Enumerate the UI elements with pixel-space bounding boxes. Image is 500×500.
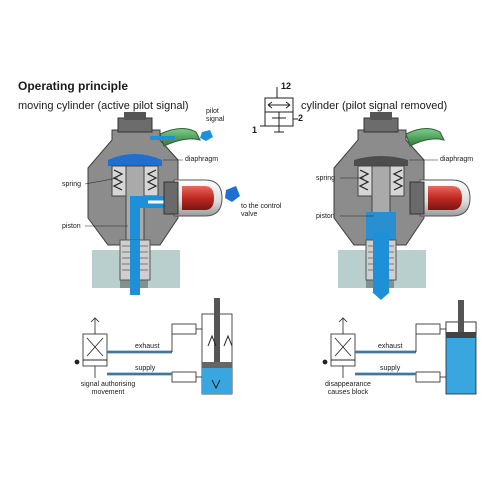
port-1-label: 1 (252, 125, 258, 135)
left-leader-lines (84, 159, 183, 227)
right-leader-lines (340, 159, 438, 217)
left-diaphragm-label: diaphragm (185, 156, 219, 163)
pilot-signal-label: pilot signal (206, 108, 225, 123)
control-arrow-icon (225, 186, 240, 202)
pneumatic-cylinder-icon (201, 298, 233, 395)
control-valve-label: to the control valve (241, 203, 282, 218)
right-valve-illustration (333, 112, 471, 300)
left-supply-label: supply (135, 365, 156, 372)
page-title: Operating principle (18, 79, 129, 93)
port-2-label: 2 (298, 113, 304, 123)
pilot-arrow-icon (200, 130, 213, 141)
left-exhaust-label: exhaust (135, 343, 160, 350)
right-piston-label: piston (316, 213, 335, 220)
left-valve-illustration (87, 112, 223, 295)
port-12-label: 12 (281, 81, 292, 91)
left-circuit-caption: signal authorising movement (80, 381, 136, 396)
right-cylinder-icon (445, 300, 477, 395)
left-circuit-diagram (74, 317, 202, 383)
right-heading: cylinder (pilot signal removed) (301, 100, 448, 112)
left-heading: moving cylinder (active pilot signal) (18, 100, 189, 112)
right-circuit-diagram (322, 317, 446, 383)
valve-symbol-icon (260, 87, 298, 133)
right-circuit-caption: disappearance causes block (325, 381, 371, 396)
right-exhaust-label: exhaust (378, 343, 403, 350)
left-piston-label: piston (62, 223, 81, 230)
left-spring-label: spring (62, 181, 82, 188)
right-supply-label: supply (380, 365, 401, 372)
right-spring-label: spring (316, 175, 336, 182)
right-diaphragm-label: diaphragm (440, 156, 474, 163)
